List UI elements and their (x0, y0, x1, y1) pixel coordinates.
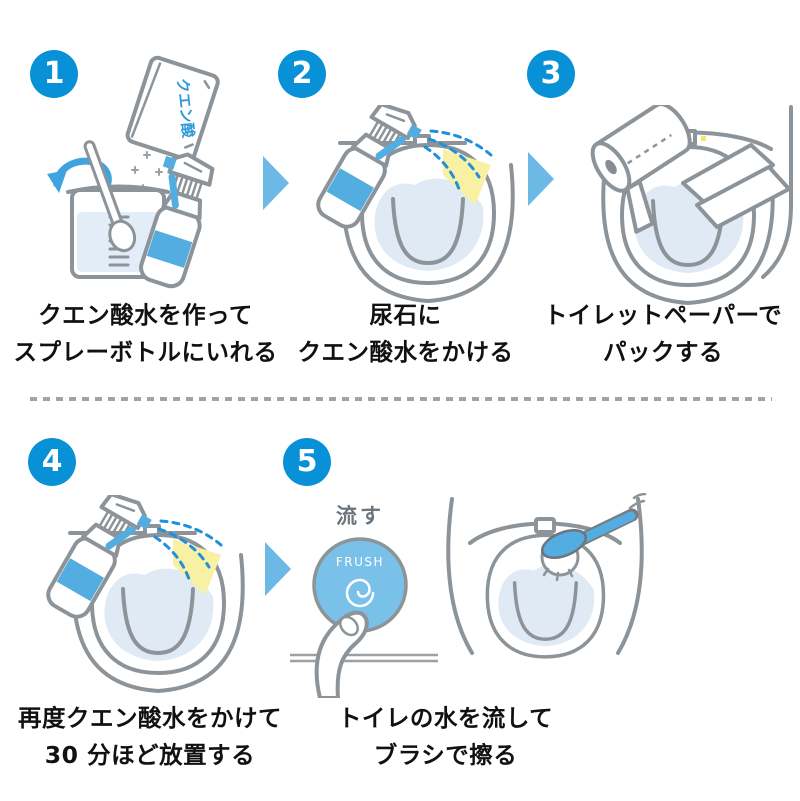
step-4-illustration (25, 495, 265, 695)
step-2-illustration (295, 105, 535, 305)
spoon-icon (83, 140, 137, 253)
motion-lines-icon (628, 493, 647, 510)
toilet-spray-icon (44, 495, 243, 691)
toilet-spray-icon (314, 105, 513, 301)
swirl-icon (345, 578, 375, 608)
citric-acid-packet-icon: クエン酸 (125, 55, 220, 162)
svg-text:流す: 流す (336, 504, 384, 528)
step-1-caption: クエン酸水を作って スプレーボトルにいれる (13, 301, 278, 366)
step-5-illustration: 流す FRUSH (290, 493, 647, 698)
toilet-paper-roll-icon (590, 105, 692, 234)
step-5-badge: 5 (283, 438, 331, 486)
step-1-badge: 1 (30, 50, 78, 98)
step-5-caption: トイレの水を流して ブラシで擦る (337, 704, 554, 769)
step-4-badge: 4 (28, 438, 76, 486)
step-3-illustration (590, 105, 793, 305)
arrow-right-icon (528, 152, 554, 210)
step-3-badge: 3 (527, 50, 575, 98)
flush-button-icon: 流す FRUSH (290, 504, 438, 698)
finger-icon (314, 610, 369, 698)
toilet-brush-icon (446, 493, 647, 659)
arrow-right-icon (263, 156, 289, 214)
svg-text:FRUSH: FRUSH (336, 555, 384, 569)
row-divider (30, 397, 772, 401)
step-3-caption: トイレットペーパーで パックする (543, 301, 783, 366)
step-2-badge: 2 (278, 50, 326, 98)
step-1-illustration: クエン酸 (47, 55, 260, 300)
arrow-right-icon (265, 542, 291, 600)
step-4-caption: 再度クエン酸水をかけて 30 分ほど放置する (18, 704, 282, 769)
step-2-caption: 尿石に クエン酸水をかける (297, 301, 514, 366)
paper-sheet-icon (681, 143, 791, 229)
